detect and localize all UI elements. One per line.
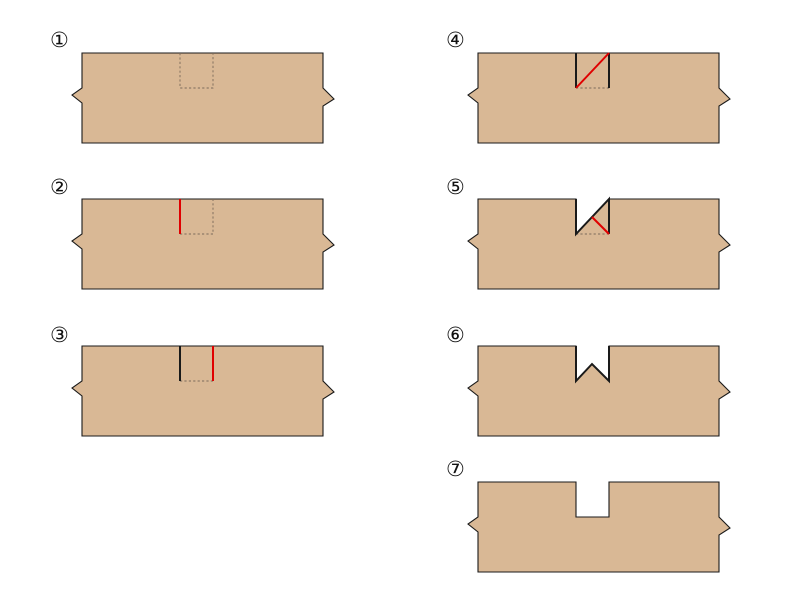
step-4: ④ [446, 28, 731, 144]
step-1-marking-lines [179, 53, 214, 89]
step-4-label: ④ [446, 28, 465, 52]
step-3-board [71, 345, 335, 437]
step-1-board [71, 52, 335, 144]
step-2-label: ② [50, 175, 69, 199]
step-4-active-cut [575, 52, 610, 89]
step-1: ① [50, 28, 335, 144]
step-6: ⑥ [446, 323, 731, 437]
step-4-board [467, 52, 731, 144]
step-3: ③ [50, 323, 335, 437]
step-5-active-cut [591, 216, 610, 235]
step-7-board [467, 481, 731, 573]
step-5-label: ⑤ [446, 175, 465, 199]
step-6-v-notch [575, 346, 610, 384]
step-1-label: ① [50, 28, 69, 52]
step-3-label: ③ [50, 323, 69, 347]
step-5: ⑤ [446, 175, 731, 290]
step-2: ② [50, 175, 335, 290]
step-6-label: ⑥ [446, 323, 465, 347]
step-7: ⑦ [446, 457, 731, 573]
step-2-marking-lines [180, 199, 214, 235]
step-5-board [467, 198, 731, 290]
step-7-label: ⑦ [446, 457, 465, 481]
step-2-board [71, 198, 335, 290]
step-6-board [467, 345, 731, 437]
